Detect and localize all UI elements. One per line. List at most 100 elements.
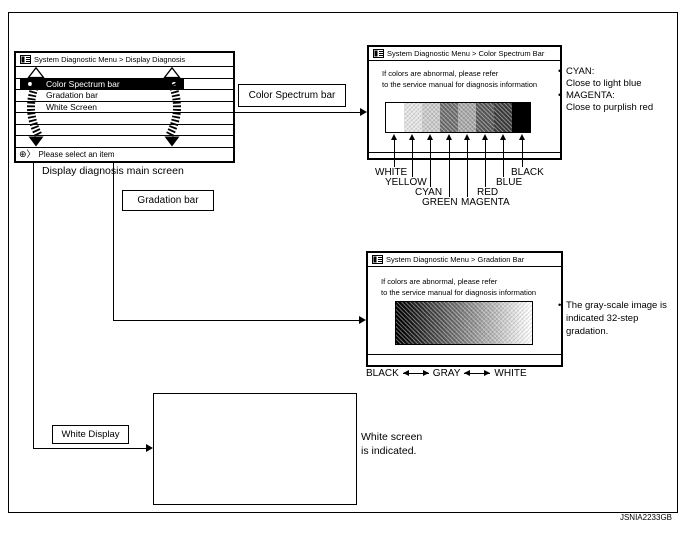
menu-row-empty [16, 113, 233, 125]
bullet-icon: • [558, 66, 562, 77]
gradation-step [464, 302, 469, 344]
gradation-step [515, 302, 520, 344]
spectrum-segment-white [386, 103, 404, 132]
connector-white-vline [33, 162, 34, 449]
menu-row-empty [16, 67, 233, 79]
segment-label-green: GREEN [422, 197, 458, 208]
spectrum-segment-black [512, 103, 530, 132]
white-screen-preview [153, 393, 357, 505]
scroll-up-arrow-icon [27, 66, 45, 79]
gradation-bar-screen: System Diagnostic Menu > Gradation Bar I… [366, 251, 563, 367]
segment-pointer-arrow [394, 140, 395, 167]
menu-list: Color Spectrum bar Gradation bar White S… [16, 67, 233, 147]
spectrum-segment-blue [494, 103, 512, 132]
bullet-icon: • [558, 300, 562, 311]
segment-pointer-arrow [522, 140, 523, 167]
figure-code: JSNIA2233GB [619, 513, 672, 522]
gradation-step [527, 302, 532, 344]
menu-row-empty [16, 125, 233, 137]
spectrum-notes: • CYAN: Close to light blue • MAGENTA: C… [558, 66, 653, 114]
segment-pointer-arrow [412, 140, 413, 177]
main-screen-caption: Display diagnosis main screen [42, 165, 184, 177]
bullet-icon: • [558, 90, 562, 101]
screen-footer-divider [368, 354, 561, 355]
selection-dot-right [172, 81, 176, 86]
gradation-step [442, 302, 447, 344]
segment-label-magenta: MAGENTA [461, 197, 510, 208]
segment-pointer-arrow [503, 140, 504, 177]
connector-white-arrowhead [146, 444, 153, 452]
gradation-step [502, 302, 507, 344]
selector-knob-icon: ⊕〉 [19, 149, 36, 159]
segment-pointer-arrowhead [391, 134, 397, 140]
screen-title: System Diagnostic Menu > Color Spectrum … [387, 49, 545, 58]
segment-label-red: RED [477, 187, 499, 198]
screen-header: System Diagnostic Menu > Color Spectrum … [369, 47, 560, 61]
gradation-note: • The gray-scale image is indicated 32-s… [558, 299, 670, 338]
scroll-indicator-left[interactable] [20, 66, 46, 147]
connector-gradation-arrowhead [359, 316, 366, 324]
scale-label-gray: GRAY [432, 368, 461, 379]
gradation-step [510, 302, 515, 344]
segment-pointer-arrow [467, 140, 468, 197]
abnormal-message-line1: If colors are abnormal, please refer [382, 69, 499, 78]
scale-label-black: BLACK [366, 368, 399, 379]
gradation-step [451, 302, 456, 344]
gradation-step [485, 302, 490, 344]
segment-pointer-arrowhead [482, 134, 488, 140]
note-term-text: CYAN: [566, 66, 595, 77]
spectrum-segment-cyan [422, 103, 440, 132]
abnormal-message-line2: to the service manual for diagnosis info… [381, 288, 537, 297]
segment-pointer-arrowhead [409, 134, 415, 140]
menu-screen-icon [20, 55, 31, 64]
menu-item-white-screen[interactable]: White Screen [16, 102, 233, 114]
gradation-step [404, 302, 409, 344]
flow-label-color-spectrum: Color Spectrum bar [238, 84, 346, 107]
gradation-step [417, 302, 422, 344]
abnormal-message-line1: If colors are abnormal, please refer [381, 277, 498, 286]
connector-white-hline [33, 448, 147, 449]
scale-label-white: WHITE [494, 368, 527, 379]
connector-gradation-hline [113, 320, 360, 321]
note-term-text: MAGENTA: [566, 90, 615, 101]
figure-border [8, 12, 678, 513]
menu-screen-icon [373, 49, 384, 58]
spectrum-segment-green [440, 103, 458, 132]
flow-label-gradation: Gradation bar [122, 190, 214, 211]
gradation-bar [395, 301, 533, 345]
segment-label-white: WHITE [375, 167, 408, 178]
gradation-step [468, 302, 473, 344]
gradation-step [408, 302, 413, 344]
connector-spectrum-arrowhead [360, 108, 367, 116]
white-caption-line1: White screen [361, 431, 423, 443]
segment-pointer-arrowhead [464, 134, 470, 140]
abnormal-message-line2: to the service manual for diagnosis info… [382, 80, 538, 89]
segment-pointer-arrowhead [427, 134, 433, 140]
gradation-step [523, 302, 528, 344]
status-text: Please select an item [38, 150, 115, 159]
gradation-step [476, 302, 481, 344]
note-magenta: • MAGENTA: [558, 90, 653, 102]
scroll-indicator-right[interactable] [162, 66, 188, 147]
spectrum-segment-magenta [458, 103, 476, 132]
color-spectrum-screen: System Diagnostic Menu > Color Spectrum … [367, 45, 562, 160]
gray-scale-legend: BLACK GRAY WHITE [366, 368, 527, 379]
menu-item-color-spectrum-bar[interactable]: Color Spectrum bar [16, 78, 233, 91]
gradation-step [459, 302, 464, 344]
spectrum-segment-yellow [404, 103, 422, 132]
gradation-step [413, 302, 418, 344]
gradation-step [493, 302, 498, 344]
status-bar: ⊕〉 Please select an item [16, 147, 233, 161]
screen-title: System Diagnostic Menu > Gradation Bar [386, 255, 525, 264]
gradation-step [455, 302, 460, 344]
selection-highlight [20, 78, 184, 90]
menu-item-label: Gradation bar [46, 90, 98, 101]
gradation-step [396, 302, 401, 344]
scroll-down-arrow-icon [164, 136, 180, 147]
segment-pointer-arrow [430, 140, 431, 187]
menu-item-gradation-bar[interactable]: Gradation bar [16, 90, 233, 102]
gradation-step [498, 302, 503, 344]
gradation-step [438, 302, 443, 344]
selection-dot-left [28, 81, 32, 86]
